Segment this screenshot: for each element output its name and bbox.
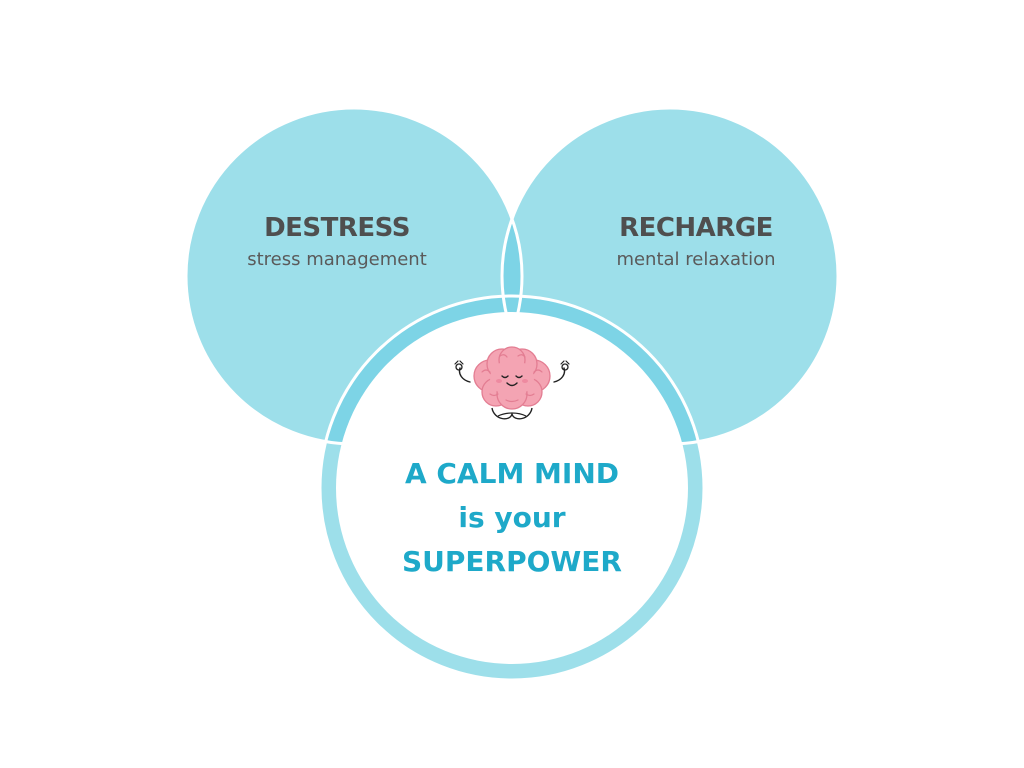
destress-title: DESTRESS [264, 213, 410, 243]
destress-subtitle: stress management [247, 249, 427, 270]
recharge-title: RECHARGE [619, 213, 773, 243]
center-message: A CALM MIND is your SUPERPOWER [362, 452, 662, 584]
center-disk [336, 312, 688, 664]
meditating-brain-icon [454, 346, 570, 420]
center-line-3: SUPERPOWER [401, 545, 622, 578]
center-line-2: is your [458, 501, 566, 534]
center-line-1: A CALM MIND [404, 457, 620, 490]
recharge-subtitle: mental relaxation [616, 249, 776, 270]
bottom-circle-outline [318, 294, 706, 682]
